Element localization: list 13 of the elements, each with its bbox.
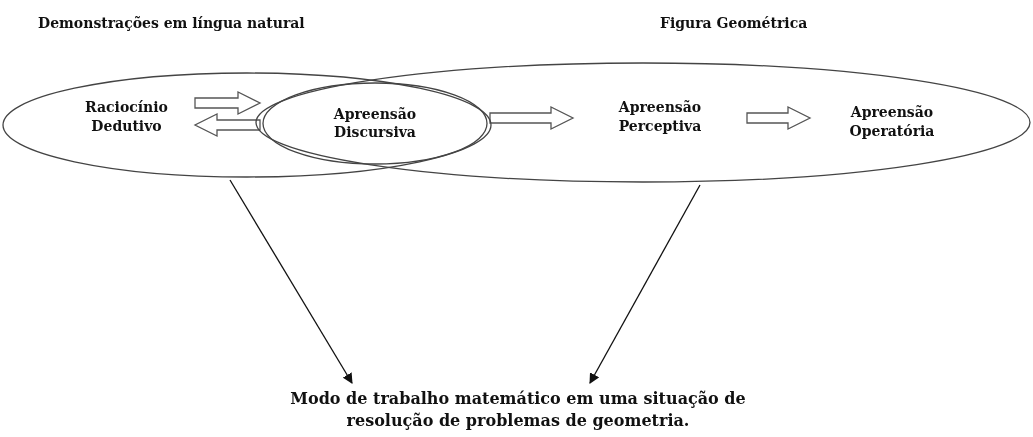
group-heading: Demonstrações em língua natural [38, 15, 305, 31]
block-arrow [194, 90, 262, 116]
arrow [229, 179, 353, 384]
block-arrow [746, 105, 812, 131]
node-label: Modo de trabalho matemático em uma situação de resolução de problemas de geometria. [289, 388, 747, 432]
group-heading: Figura Geométrica [660, 15, 808, 31]
block-arrow [193, 112, 261, 138]
node-label: Apreensão Operatória [848, 103, 936, 141]
block-arrow [489, 105, 575, 131]
node-label: Apreensão Discursiva [332, 104, 418, 143]
node-label: Apreensão Perceptiva [617, 98, 703, 136]
node-label: Raciocínio Dedutivo [84, 98, 169, 136]
arrow [589, 184, 701, 384]
